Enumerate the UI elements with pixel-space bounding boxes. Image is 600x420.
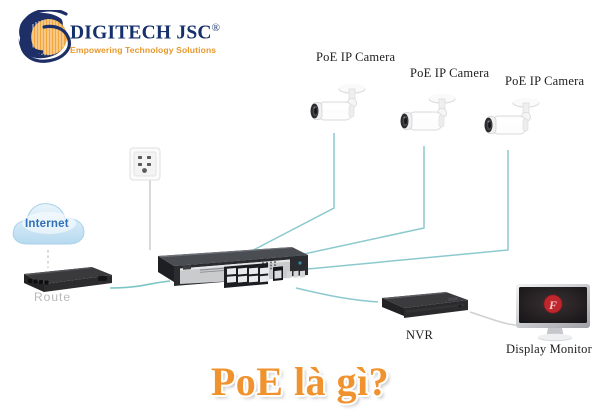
cloud-icon [12, 203, 85, 245]
camera2-label: PoE IP Camera [410, 66, 490, 80]
nvr-label: NVR [406, 328, 433, 342]
brand-name: DIGITECH JSC® [70, 18, 238, 44]
registered-trademark-icon: ® [211, 22, 221, 34]
wall-power-outlet-icon [129, 147, 161, 181]
bullet-ip-camera-icon [310, 83, 366, 121]
router-node: Route [12, 258, 116, 304]
router-label: Route [34, 290, 72, 304]
svg-text:F: F [548, 298, 557, 312]
nvr-recorder-icon [382, 292, 468, 318]
link-router-to-switch [109, 280, 171, 289]
camera3-node: PoE IP Camera [474, 74, 584, 152]
bullet-ip-camera-icon [400, 93, 456, 131]
display-monitor-icon: F [516, 284, 590, 342]
link-camera1-to-switch [237, 133, 335, 259]
camera1-label: PoE IP Camera [316, 50, 396, 64]
switch-rj45-ports [227, 267, 269, 283]
camera1-node: PoE IP Camera [300, 50, 395, 138]
wall-outlet-node [128, 146, 164, 186]
nvr-node: NVR [372, 286, 476, 342]
link-switch-to-nvr [295, 287, 379, 303]
monitor-label: Display Monitor [506, 342, 592, 356]
page-title: PoE là gì? [210, 359, 390, 404]
bullet-ip-camera-icon [484, 97, 540, 135]
brand-tagline: Empowering Technology Solutions [70, 44, 217, 55]
brand-logo: DIGITECH JSC® Empowering Technology Solu… [8, 8, 238, 70]
internet-cloud-node: Internet [8, 196, 92, 254]
monitor-node: F Display Monitor [506, 282, 594, 356]
poe-switch-node [140, 244, 310, 300]
link-camera2-to-switch [252, 146, 425, 266]
router-icon [24, 267, 112, 292]
camera2-node: PoE IP Camera [390, 66, 489, 148]
camera3-label: PoE IP Camera [505, 74, 585, 88]
link-camera3-to-switch [275, 150, 509, 273]
digitech-s-swoosh-logo-icon [18, 10, 71, 63]
cloud-label: Internet [25, 218, 69, 230]
poe-switch-icon [158, 247, 308, 288]
brand-name-text: DIGITECH JSC [70, 22, 212, 44]
